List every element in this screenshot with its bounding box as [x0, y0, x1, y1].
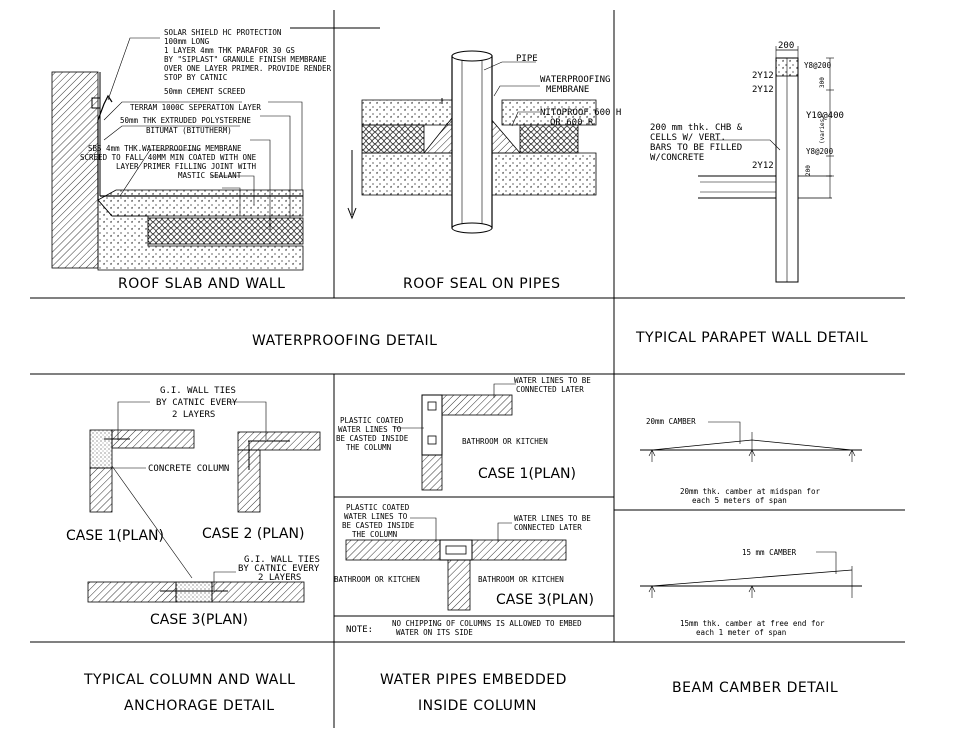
note-line: BY "SIPLAST" GRANULE FINISH MEMBRANE [164, 55, 327, 64]
pipe-note: PLASTIC COATED [346, 503, 410, 512]
ties-label: 2 LAYERS [258, 573, 301, 583]
ties-label: BY CATNIC EVERY [238, 564, 320, 574]
case-label: CASE 3(PLAN) [150, 612, 248, 628]
sheet-grid [30, 10, 905, 728]
note-line: 50mm THK EXTRUDED POLYSTERENE [120, 116, 251, 125]
rebar-label: 2Y12 [752, 71, 774, 81]
parapet-detail: 200 Y8@200 2Y12 2Y12 Y10@400 Y8@200 2Y12… [635, 41, 868, 346]
note-line: TERRAM 1000C SEPERATION LAYER [130, 103, 261, 112]
note-text: NO CHIPPING OF COLUMNS IS ALLOWED TO EMB… [392, 619, 582, 628]
rebar-label: Y8@200 [806, 147, 834, 156]
dim-label: 200 [805, 165, 812, 176]
parapet-note: BARS TO BE FILLED [650, 143, 742, 153]
rebar-label: Y8@200 [804, 61, 832, 70]
note-line: BITUMAT (BITUTHERM) [146, 126, 232, 135]
ties-label: G.I. WALL TIES [160, 386, 236, 396]
pipe-note: PLASTIC COATED [340, 416, 404, 425]
column-wall-title: ANCHORAGE DETAIL [124, 698, 275, 714]
note-line: SOLAR SHIELD HC PROTECTION [164, 28, 281, 37]
pipe-note: CONNECTED LATER [514, 523, 582, 532]
pipe-note: THE COLUMN [346, 443, 391, 452]
ties-label: G.I. WALL TIES [244, 555, 320, 565]
roof-slab-detail: SOLAR SHIELD HC PROTECTION 100mm LONG 1 … [51, 28, 332, 292]
case-label: CASE 3(PLAN) [496, 592, 594, 608]
water-pipes-title: INSIDE COLUMN [418, 698, 537, 714]
case-label: CASE 1(PLAN) [478, 466, 576, 482]
column-wall-title: TYPICAL COLUMN AND WALL [83, 672, 295, 688]
note-line: LAYER PRIMER FILLING JOINT WITH [116, 162, 256, 171]
pipe-label: PIPE [516, 54, 538, 64]
note-line: OVER ONE LAYER PRIMER. PROVIDE RENDER [164, 64, 332, 73]
camber-desc: each 5 meters of span [692, 496, 787, 505]
pipe-note: WATER LINES TO BE [514, 514, 591, 523]
note-line: 50mm CEMENT SCREED [164, 87, 246, 96]
column-wall-detail: G.I. WALL TIES BY CATNIC EVERY 2 LAYERS … [66, 386, 321, 714]
parapet-note: 200 mm thk. CHB & [650, 123, 743, 133]
note-line: 100mm LONG [164, 37, 210, 46]
dim-label: (varies) [819, 115, 826, 144]
pipe-note: WATER LINES TO [338, 425, 402, 434]
roof-seal-title: ROOF SEAL ON PIPES [403, 276, 561, 292]
water-pipes-title: WATER PIPES EMBEDDED [380, 672, 567, 688]
camber-desc: each 1 meter of span [696, 628, 786, 637]
camber-label: 15 mm CAMBER [742, 548, 797, 557]
water-pipes-detail: WATER LINES TO BE CONNECTED LATER PLASTI… [334, 376, 594, 714]
nitoproof-label: NITOPROOF 600 H [540, 108, 621, 118]
camber-detail: 20mm CAMBER 20mm thk. camber at midspan … [640, 417, 862, 696]
roof-seal-detail: PIPE WATERPROOFING MEMBRANE NITOPROOF 60… [347, 50, 621, 292]
pipe-note: BE CASTED INSIDE [336, 434, 409, 443]
pipe-note: WATER LINES TO BE [514, 376, 591, 385]
room-label: BATHROOM OR KITCHEN [334, 575, 420, 584]
note-line: SBS 4mm THK.WATERPROOFING MEMBRANE [88, 144, 242, 153]
ties-label: 2 LAYERS [172, 410, 215, 420]
dim-label: 300 [819, 77, 826, 88]
camber-desc: 15mm thk. camber at free end for [680, 619, 825, 628]
note-line: 1 LAYER 4mm THK PARAFOR 30 GS [164, 46, 295, 55]
camber-title: BEAM CAMBER DETAIL [672, 680, 838, 696]
camber-label: 20mm CAMBER [646, 417, 696, 426]
roof-slab-title: ROOF SLAB AND WALL [118, 276, 285, 292]
note-label: NOTE: [346, 625, 373, 635]
case-label: CASE 2 (PLAN) [202, 526, 304, 542]
parapet-title: TYPICAL PARAPET WALL DETAIL [635, 330, 868, 346]
case-label: CASE 1(PLAN) [66, 528, 164, 544]
pipe-note: CONNECTED LATER [516, 385, 584, 394]
parapet-note: W/CONCRETE [650, 153, 704, 163]
parapet-note: CELLS W/ VERT. [650, 133, 726, 143]
rebar-label: Y10@400 [806, 111, 844, 121]
note-line: SCREED TO FALL 40MM MIN COATED WITH ONE [80, 153, 257, 162]
rebar-label: 2Y12 [752, 85, 774, 95]
pipe-note: BE CASTED INSIDE [342, 521, 415, 530]
dim-label: 200 [778, 41, 794, 51]
pipe-note: THE COLUMN [352, 530, 397, 539]
camber-desc: 20mm thk. camber at midspan for [680, 487, 820, 496]
membrane-label: WATERPROOFING [540, 75, 610, 85]
pipe-note: WATER LINES TO [344, 512, 408, 521]
note-text: WATER ON ITS SIDE [396, 628, 473, 637]
note-line: MASTIC SEALANT [178, 171, 242, 180]
note-line: STOP BY CATNIC [164, 73, 227, 82]
rebar-label: 2Y12 [752, 161, 774, 171]
room-label: BATHROOM OR KITCHEN [462, 437, 548, 446]
waterproofing-title: WATERPROOFING DETAIL [252, 333, 437, 349]
ties-label: BY CATNIC EVERY [156, 398, 238, 408]
membrane-label: MEMBRANE [546, 85, 589, 95]
room-label: BATHROOM OR KITCHEN [478, 575, 564, 584]
nitoproof-label: OR 600 R [550, 118, 594, 128]
column-label: CONCRETE COLUMN [148, 464, 229, 474]
